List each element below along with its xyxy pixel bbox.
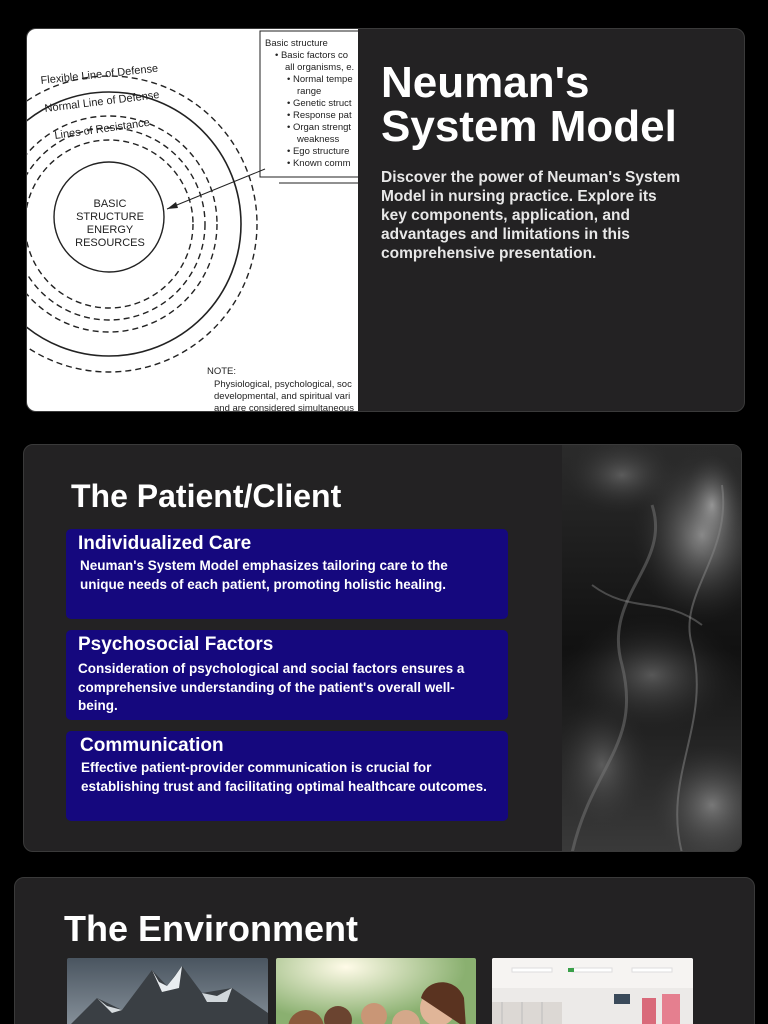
title-line-2: System Model	[381, 102, 677, 151]
box-line-3: • Normal tempe	[287, 74, 353, 85]
note-title: NOTE:	[207, 366, 236, 377]
title-slide: Flexible Line of Defense Normal Line of …	[26, 28, 745, 412]
card-title: Communication	[80, 735, 224, 756]
box-line-5: • Genetic struct	[287, 98, 352, 109]
mountain-photo	[67, 958, 268, 1024]
section-title: The Environment	[64, 908, 359, 949]
core-line-2: STRUCTURE	[76, 211, 144, 223]
box-line-2: all organisms, e.	[285, 62, 354, 73]
core-line-3: ENERGY	[87, 224, 134, 236]
box-line-10: • Known comm	[287, 158, 351, 169]
basic-structure-core	[53, 161, 165, 273]
box-line-4: range	[297, 86, 321, 97]
resistance-ring-1	[27, 115, 218, 333]
group-people-photo	[276, 958, 476, 1024]
box-line-1: • Basic factors co	[275, 50, 348, 61]
title-line-1: Neuman's	[381, 58, 590, 107]
resistance-ring-3	[27, 139, 194, 309]
box-line-7: • Organ strengt	[287, 122, 351, 133]
flexible-line-label: Flexible Line of Defense	[40, 63, 159, 87]
resistance-label: Lines of Resistance	[54, 117, 151, 142]
note-line-1: Physiological, psychological, soc	[214, 379, 352, 390]
communication-card: Communication Effective patient-provider…	[66, 731, 508, 821]
patient-client-slide: The Patient/Client Individualized Care N…	[23, 444, 742, 852]
page-title: Neuman's System Model	[381, 61, 731, 149]
arrow-line	[166, 168, 266, 210]
note-line-2: developmental, and spiritual vari	[214, 391, 350, 402]
card-text: Consideration of psychological and socia…	[78, 661, 465, 713]
card-text: Effective patient-provider communication…	[81, 760, 487, 794]
intro-description: Discover the power of Neuman's System Mo…	[381, 169, 681, 262]
smoke-art-image	[562, 445, 741, 851]
card-title: Individualized Care	[78, 533, 252, 554]
environment-slide: The Environment	[14, 877, 755, 1024]
section-title: The Patient/Client	[71, 478, 342, 514]
normal-line-ring	[27, 91, 242, 357]
note-line-3: and are considered simultaneous	[214, 403, 354, 412]
flexible-line-ring	[27, 75, 258, 373]
neuman-model-diagram: Flexible Line of Defense Normal Line of …	[27, 29, 358, 412]
box-line-6: • Response pat	[287, 110, 352, 121]
box-line-8: weakness	[296, 134, 339, 145]
individualized-care-card: Individualized Care Neuman's System Mode…	[66, 529, 508, 619]
basic-structure-box	[259, 30, 358, 178]
card-text: Neuman's System Model emphasizes tailori…	[80, 558, 448, 592]
resistance-ring-2	[27, 127, 206, 321]
arrow-head-icon	[167, 202, 178, 209]
hospital-hallway-photo	[492, 958, 693, 1024]
psychosocial-factors-card: Psychosocial Factors Consideration of ps…	[66, 630, 508, 720]
core-line-4: RESOURCES	[75, 237, 145, 249]
card-title: Psychosocial Factors	[78, 634, 274, 655]
box-title: Basic structure	[265, 38, 328, 49]
box-line-9: • Ego structure	[287, 146, 349, 157]
core-line-1: BASIC	[93, 198, 126, 210]
